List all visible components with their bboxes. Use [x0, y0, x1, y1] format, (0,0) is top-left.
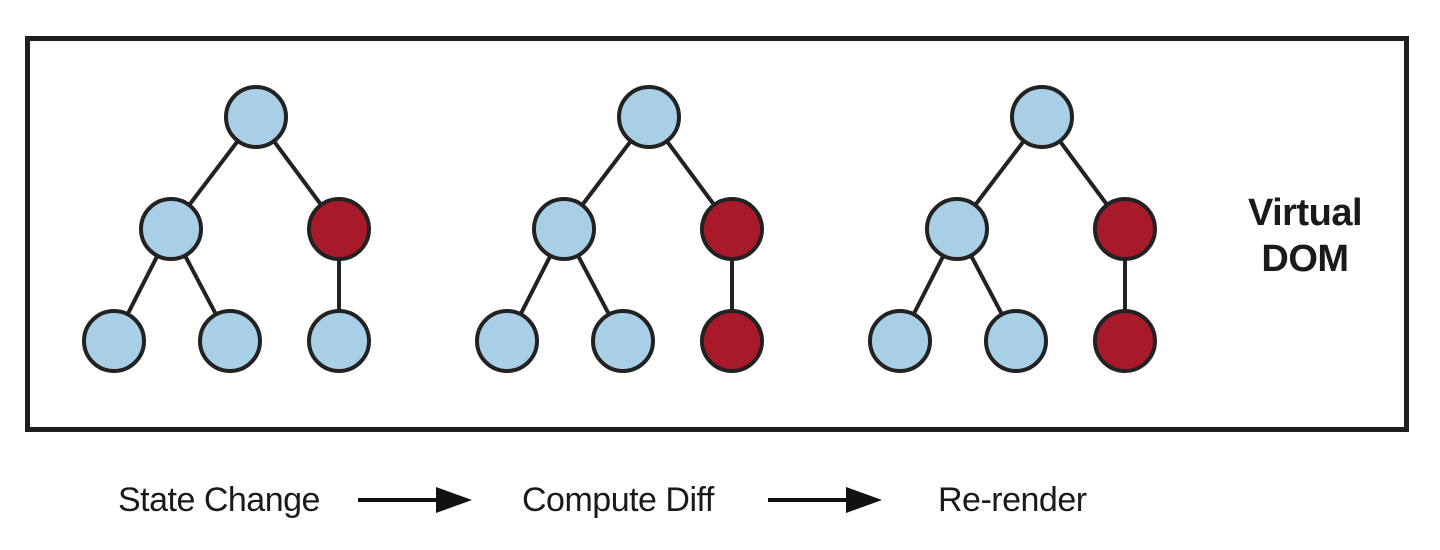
- tree-node-changed: [700, 309, 764, 373]
- right-arrow-icon: [768, 487, 882, 513]
- tree-node-unchanged: [198, 309, 262, 373]
- tree-node-unchanged: [139, 197, 203, 261]
- tree-node-unchanged: [307, 309, 371, 373]
- tree-node-unchanged: [82, 309, 146, 373]
- tree-node-unchanged: [475, 309, 539, 373]
- tree-2: [475, 85, 764, 373]
- tree-1: [82, 85, 371, 373]
- step-label-re-render: Re-render: [938, 481, 1087, 519]
- step-label-compute-diff: Compute Diff: [522, 481, 714, 519]
- tree-node-changed: [307, 197, 371, 261]
- tree-node-unchanged: [617, 85, 681, 149]
- tree-3: [868, 85, 1157, 373]
- virtual-dom-label-line-2: DOM: [1261, 238, 1349, 280]
- virtual-dom-label-line-1: Virtual: [1247, 192, 1363, 234]
- tree-node-changed: [700, 197, 764, 261]
- tree-node-changed: [1093, 197, 1157, 261]
- tree-node-changed: [1093, 309, 1157, 373]
- tree-node-unchanged: [224, 85, 288, 149]
- tree-node-unchanged: [984, 309, 1048, 373]
- tree-layer: [82, 85, 1157, 373]
- tree-node-unchanged: [591, 309, 655, 373]
- virtual-dom-label: Virtual DOM: [1220, 190, 1390, 282]
- tree-node-unchanged: [868, 309, 932, 373]
- tree-node-unchanged: [532, 197, 596, 261]
- tree-node-unchanged: [1010, 85, 1074, 149]
- step-label-state-change: State Change: [118, 481, 320, 519]
- arrow-layer: [358, 487, 882, 513]
- tree-node-unchanged: [925, 197, 989, 261]
- right-arrow-icon: [358, 487, 472, 513]
